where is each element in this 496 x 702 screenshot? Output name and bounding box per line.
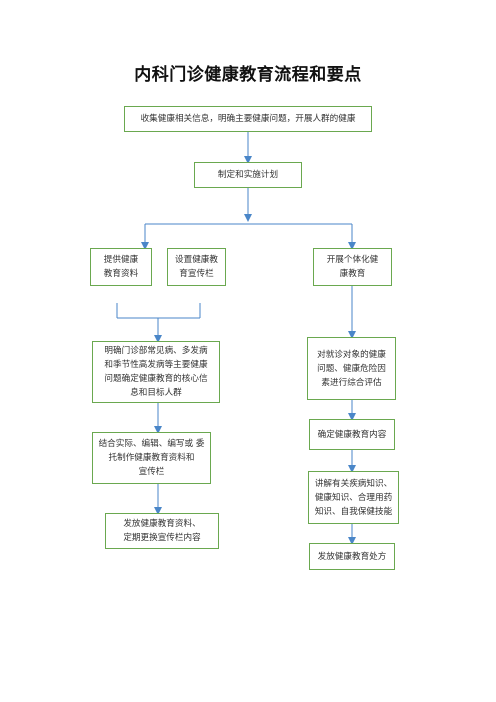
box-clarify: 明确门诊部常见病、多发病 和季节性高发病等主要健康 问题确定健康教育的核心信 息… xyxy=(92,341,220,403)
box-individual: 开展个体化健 康教育 xyxy=(313,248,392,286)
box-collect-info: 收集健康相关信息，明确主要健康问题，开展人群的健康 xyxy=(124,106,372,132)
box-assess: 对就诊对象的健康 问题、健康危险因 素进行综合评估 xyxy=(307,337,396,400)
box-content: 确定健康教育内容 xyxy=(309,419,395,450)
box-materials: 提供健康 教育资料 xyxy=(90,248,152,286)
page-title: 内科门诊健康教育流程和要点 xyxy=(134,65,362,85)
box-board: 设置健康教 育宣传栏 xyxy=(167,248,226,286)
box-edit: 结合实际、编辑、编写或 委 托制作健康教育资料和 宣传栏 xyxy=(92,432,211,484)
box-prescription: 发放健康教育处方 xyxy=(309,543,395,570)
box-explain: 讲解有关疾病知识、 健康知识、合理用药 知识、自我保健技能 xyxy=(308,471,399,524)
box-distribute: 发放健康教育资料、 定期更换宣传栏内容 xyxy=(105,513,219,549)
box-plan: 制定和实施计划 xyxy=(194,162,302,188)
